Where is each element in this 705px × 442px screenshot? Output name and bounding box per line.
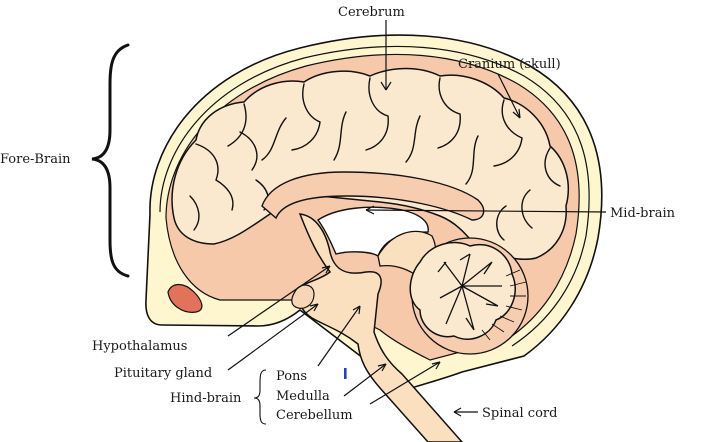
gyri-fold (227, 103, 258, 171)
arbor-vitae (437, 253, 502, 331)
label-cranium: Cranium (skull) (458, 57, 561, 72)
gyri-fold (195, 143, 234, 211)
skull-inner-line (159, 45, 590, 347)
blue-marker (344, 368, 347, 379)
gyri-fold (261, 83, 321, 161)
sinus-spot (167, 283, 203, 313)
label-pituitary-gland: Pituitary gland (114, 366, 212, 381)
label-medulla: Medulla (276, 389, 330, 404)
fore-brain-bracket (91, 43, 130, 278)
brain-stem (296, 213, 464, 442)
label-cerebrum: Cerebrum (338, 5, 405, 20)
leader-lines (227, 20, 607, 417)
label-spinal-cord: Spinal cord (482, 406, 557, 421)
cerebellum-folia (481, 269, 527, 341)
gyri-fold (465, 99, 523, 185)
label-hypothalamus: Hypothalamus (92, 339, 187, 354)
gyri-fold (405, 77, 461, 163)
corpus-callosum (261, 171, 485, 221)
label-hind-brain: Hind-brain (170, 391, 242, 406)
pituitary-gland (291, 284, 315, 309)
gyri-fold (496, 147, 561, 241)
label-fore-brain: Fore-Brain (0, 152, 71, 167)
label-pons: Pons (276, 369, 307, 384)
label-cerebellum: Cerebellum (276, 408, 353, 423)
gyri-fold (333, 77, 389, 161)
hind-brain-brace (253, 369, 267, 425)
label-mid-brain: Mid-brain (610, 206, 676, 221)
